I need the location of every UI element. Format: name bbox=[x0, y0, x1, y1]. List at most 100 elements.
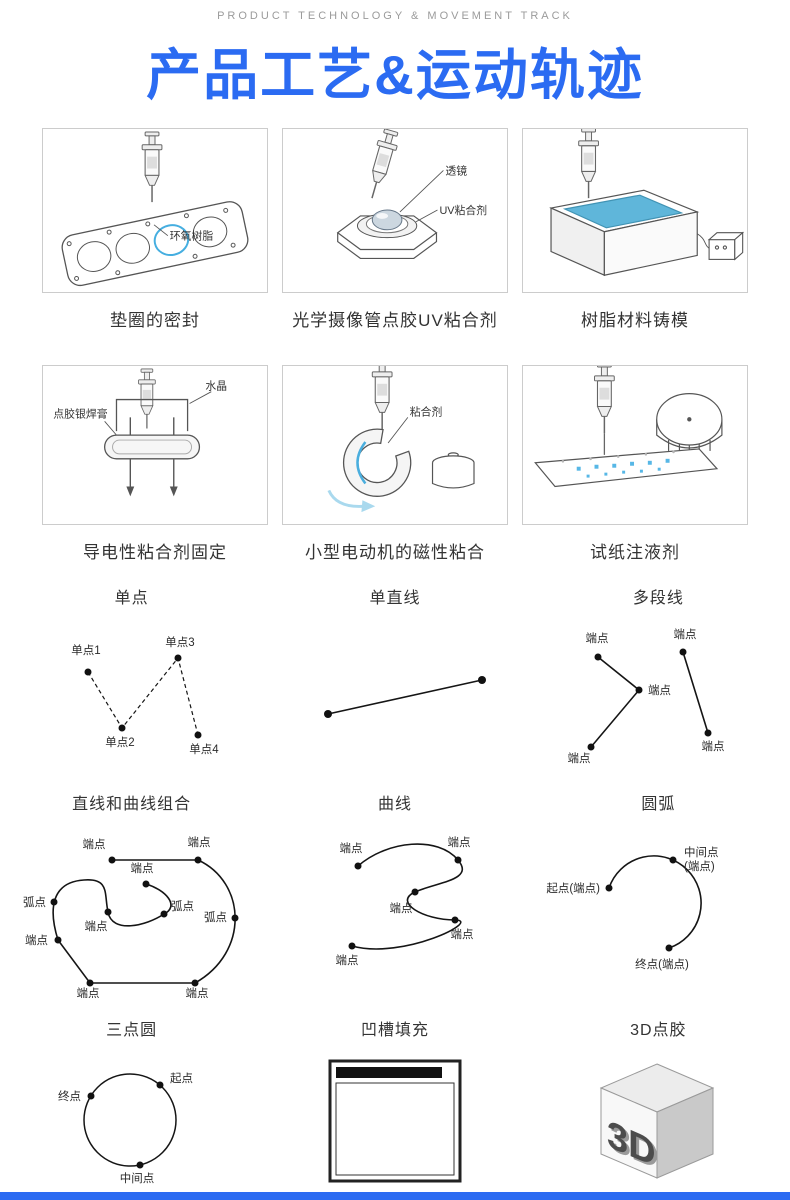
point-dot bbox=[174, 654, 182, 662]
point-label: 弧点 bbox=[23, 895, 46, 909]
syringe-icon bbox=[577, 129, 600, 199]
dashed-track-path bbox=[87, 656, 199, 736]
silver-paste-label: 点胶银焊膏 bbox=[53, 406, 107, 420]
adhesive-arc bbox=[356, 441, 367, 485]
process-cards-row-2: 水晶 点胶银焊膏 导电性粘合剂固定 bbox=[42, 365, 748, 563]
point-dot bbox=[54, 936, 62, 944]
track-path bbox=[590, 656, 640, 748]
point-label: 起点(端点) bbox=[546, 882, 600, 895]
point-label: 起点 bbox=[170, 1072, 193, 1085]
point-label: 终点(端点) bbox=[635, 957, 689, 971]
point-dot bbox=[191, 979, 199, 987]
point-dot bbox=[84, 668, 92, 676]
point-label: 单点1 bbox=[71, 644, 100, 657]
roller-shape bbox=[656, 393, 723, 458]
point-dot bbox=[665, 944, 673, 952]
tracks-row-2: 直线和曲线组合 端点 端点 端点 弧点 端点 弧点 弧点 端 bbox=[0, 794, 790, 998]
point-label: 端点 bbox=[390, 902, 413, 915]
track-title: 直线和曲线组合 bbox=[72, 796, 192, 813]
point-label: 中间点 bbox=[684, 846, 719, 859]
track-cell-curve: 曲线 端点 端点 端点 端点 端点 bbox=[263, 794, 526, 998]
track-title: 圆弧 bbox=[641, 796, 676, 813]
point-label: 弧点 bbox=[204, 910, 227, 924]
point-label: 端点 bbox=[701, 740, 724, 753]
point-dot bbox=[594, 653, 602, 661]
point-dot bbox=[86, 979, 94, 987]
track-cell-groove-fill: 凹槽填充 bbox=[263, 1020, 526, 1186]
uv-adhesive-label: UV粘合剂 bbox=[439, 203, 487, 217]
epoxy-label: 环氧树脂 bbox=[170, 229, 214, 243]
process-card-motor: 粘合剂 小型电动机的磁性粘合 bbox=[282, 365, 508, 563]
3d-dispense-diagram: 3D 3D bbox=[599, 1063, 715, 1179]
process-card-crystal: 水晶 点胶银焊膏 导电性粘合剂固定 bbox=[42, 365, 268, 563]
track-path bbox=[351, 843, 464, 950]
adhesive-label: 粘合剂 bbox=[410, 404, 443, 418]
point-dot bbox=[354, 862, 362, 870]
cube-right-face bbox=[656, 1087, 714, 1179]
gasket-shape bbox=[61, 201, 249, 287]
point-dot bbox=[669, 856, 677, 864]
track-cell-polyline: 多段线 端点 端点 端点 端点 端点 bbox=[527, 588, 790, 774]
point-label: 单点2 bbox=[105, 736, 134, 749]
track-cell-3d-dispense: 3D点胶 3D 3D bbox=[527, 1020, 790, 1186]
point-label: 终点 bbox=[58, 1089, 81, 1103]
point-dot bbox=[160, 910, 168, 918]
point-dot bbox=[411, 888, 419, 896]
leader-line bbox=[104, 421, 117, 436]
track-line bbox=[327, 679, 484, 715]
leader-line bbox=[415, 209, 438, 223]
crystal-label: 水晶 bbox=[205, 380, 227, 393]
point-label: 端点 bbox=[25, 934, 48, 947]
point-dot bbox=[87, 1092, 95, 1100]
card-caption: 试纸注液剂 bbox=[590, 543, 680, 562]
card-caption: 小型电动机的磁性粘合 bbox=[305, 543, 485, 562]
test-strip-shape bbox=[534, 448, 719, 488]
point-dot bbox=[605, 884, 613, 892]
groove-outer-square bbox=[328, 1059, 462, 1183]
point-label: 弧点 bbox=[171, 899, 194, 913]
point-dot bbox=[324, 710, 333, 718]
track-arc bbox=[608, 855, 702, 949]
point-dot bbox=[635, 686, 643, 694]
track-title: 凹槽填充 bbox=[360, 1022, 429, 1039]
point-dot bbox=[587, 743, 595, 751]
point-dot bbox=[118, 724, 126, 732]
leader-line bbox=[387, 417, 409, 444]
mold-box-shape bbox=[549, 189, 700, 277]
point-dot bbox=[194, 856, 202, 864]
point-label: 端点 bbox=[648, 684, 671, 697]
track-line bbox=[682, 651, 709, 734]
card-caption: 光学摄像管点胶UV粘合剂 bbox=[292, 311, 498, 330]
point-label: 端点 bbox=[336, 954, 359, 967]
syringe-icon bbox=[371, 366, 393, 430]
page-title: 产品工艺&运动轨迹 bbox=[146, 44, 644, 106]
point-label: 端点 bbox=[188, 836, 211, 849]
card-illustration-test-strip bbox=[522, 365, 748, 525]
process-card-mold: 树脂材料铸模 bbox=[522, 128, 748, 331]
leader-line bbox=[399, 170, 444, 213]
track-title: 3D点胶 bbox=[630, 1022, 687, 1039]
point-dot bbox=[451, 916, 459, 924]
card-caption: 垫圈的密封 bbox=[110, 311, 200, 330]
point-label: 端点 bbox=[85, 920, 108, 933]
eyebrow-text: PRODUCT TECHNOLOGY & MOVEMENT TRACK bbox=[217, 10, 573, 22]
point-dot bbox=[104, 908, 112, 916]
point-dot bbox=[454, 856, 462, 864]
point-dot bbox=[679, 648, 687, 656]
point-dot bbox=[108, 856, 116, 864]
motor-shell-shape bbox=[342, 428, 412, 497]
track-title: 三点圆 bbox=[106, 1022, 158, 1039]
point-label: 端点 bbox=[585, 632, 608, 645]
track-cell-line-curve-combo: 直线和曲线组合 端点 端点 端点 弧点 端点 弧点 弧点 端 bbox=[0, 794, 263, 998]
process-card-test-strip: 试纸注液剂 bbox=[522, 365, 748, 563]
mold-illustration bbox=[549, 129, 745, 277]
syringe-icon bbox=[141, 131, 163, 203]
point-dot bbox=[194, 731, 202, 739]
track-title: 单直线 bbox=[369, 590, 421, 607]
test-strip-illustration bbox=[534, 366, 723, 488]
lens-illustration: 透镜 UV粘合剂 bbox=[336, 129, 487, 260]
point-dot bbox=[704, 729, 712, 737]
three-point-circle-diagram: 起点 终点 中间点 bbox=[58, 1072, 193, 1185]
polyline-diagram: 端点 端点 端点 端点 端点 bbox=[567, 628, 724, 765]
